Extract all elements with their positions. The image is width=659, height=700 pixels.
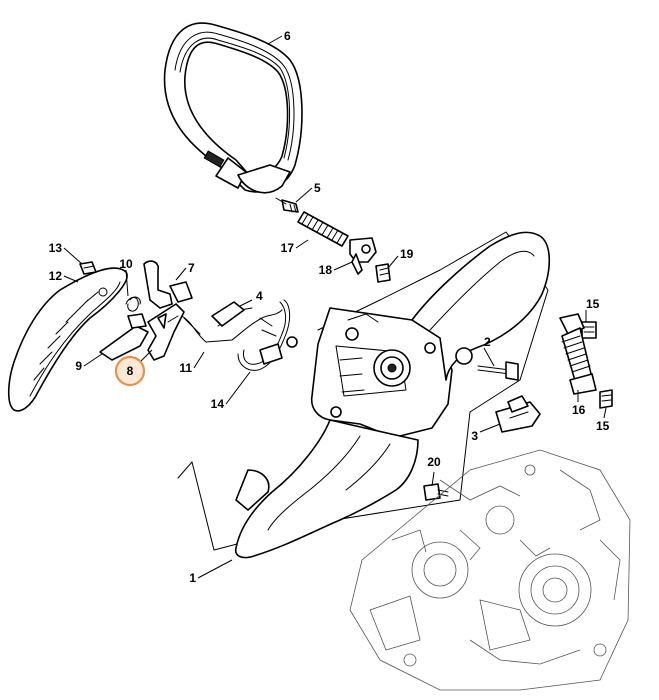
rod-11-part (181, 309, 283, 343)
screw-19-part (375, 263, 391, 283)
callout-13[interactable]: 13 (49, 241, 63, 255)
callout-17[interactable]: 17 (281, 241, 295, 255)
rear-handle-housing-1-part (177, 231, 551, 559)
callout-9[interactable]: 9 (75, 359, 82, 373)
callout-2[interactable]: 2 (484, 335, 491, 349)
callout-11[interactable]: 11 (179, 361, 192, 375)
callout-7[interactable]: 7 (188, 261, 195, 275)
leader-lines (63, 35, 607, 579)
callout-8[interactable]: 8 (127, 364, 134, 378)
av-spring-16-part (559, 313, 597, 395)
screw-20-part (423, 483, 449, 501)
callout-5[interactable]: 5 (314, 181, 321, 195)
front-handle-part (163, 22, 303, 194)
trigger-9-part (99, 313, 149, 361)
callout-19[interactable]: 19 (400, 247, 414, 261)
screw-2-part (477, 361, 519, 381)
spring-10-part (125, 296, 141, 312)
bracket-3-part (495, 395, 541, 433)
callout-12[interactable]: 12 (49, 269, 63, 283)
callout-1[interactable]: 1 (189, 571, 196, 585)
highlight-fill (116, 357, 144, 385)
spring-17-part (297, 211, 349, 247)
callout-6[interactable]: 6 (284, 29, 291, 43)
callout-labels: 6 5 17 18 19 7 13 12 10 9 8 11 4 14 2 3 … (49, 29, 610, 585)
highlight-ring (114, 355, 146, 387)
lever-8-part (147, 303, 185, 361)
callout-16[interactable]: 16 (572, 403, 586, 417)
cable-14-part (237, 299, 298, 371)
callout-14[interactable]: 14 (211, 397, 225, 411)
callout-3[interactable]: 3 (471, 429, 478, 443)
callout-20[interactable]: 20 (427, 455, 441, 469)
screw-13-part (79, 261, 97, 275)
screw-15-bottom-part (599, 389, 613, 409)
bracket-18-part (349, 237, 377, 275)
screw-15-top-part (581, 321, 597, 339)
engine-background (349, 449, 631, 691)
trigger-7-part (143, 260, 193, 309)
callout-18[interactable]: 18 (319, 263, 333, 277)
rod-4-part (211, 301, 253, 327)
screw-5-part (275, 197, 299, 213)
highlight-marker (114, 355, 146, 387)
callout-4[interactable]: 4 (256, 289, 263, 303)
throttle-handle-12-part (7, 267, 128, 412)
callout-10[interactable]: 10 (119, 257, 133, 271)
callout-15-bottom[interactable]: 15 (596, 419, 610, 433)
callout-15-top[interactable]: 15 (586, 297, 600, 311)
